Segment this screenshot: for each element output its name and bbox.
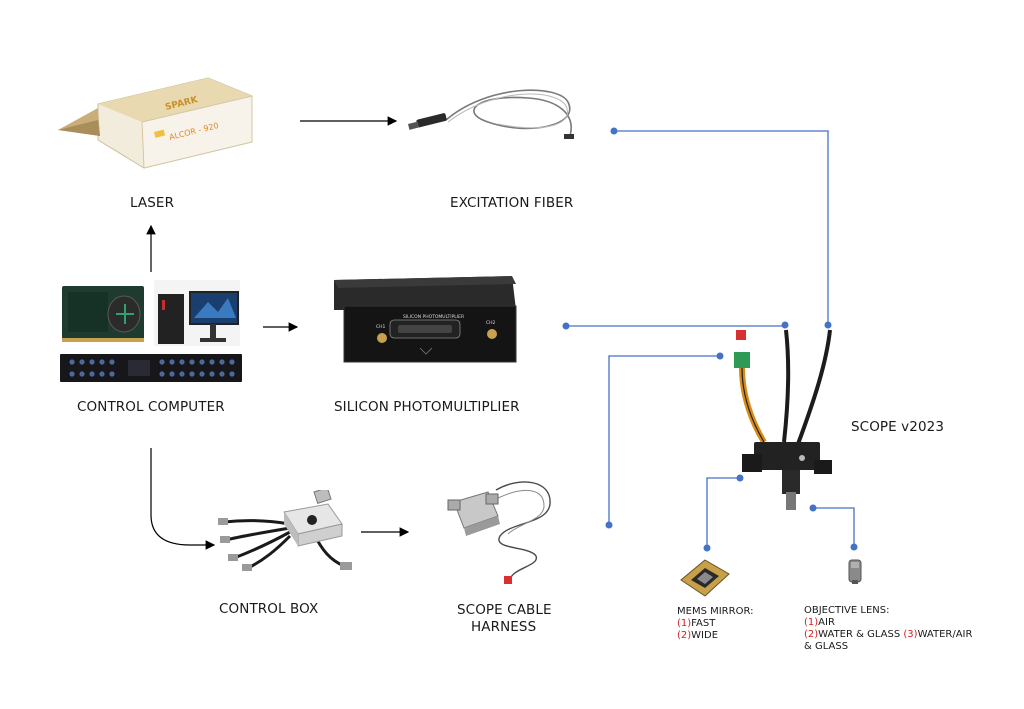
objective-lens-image xyxy=(848,559,862,584)
objective-option-1: (1)AIR xyxy=(804,617,835,628)
objective-option-2-3: (2)WATER & GLASS (3)WATER/AIR xyxy=(804,629,973,640)
laser-image: SPARK ALCOR - 920 xyxy=(58,77,253,169)
svg-text:CH2: CH2 xyxy=(486,320,496,326)
label-scope: SCOPE v2023 xyxy=(851,419,945,435)
connector-scope-to-objective xyxy=(813,507,855,547)
connector-harness-to-scope xyxy=(608,355,720,525)
connector-scope-to-mems xyxy=(706,477,740,548)
label-scope-cable-harness-line1: SCOPE CABLE xyxy=(457,602,552,618)
label-excitation-fiber: EXCITATION FIBER xyxy=(450,195,574,211)
label-silicon-photomultiplier: SILICON PHOTOMULTIPLIER xyxy=(334,399,520,415)
control-box-image xyxy=(218,490,352,571)
mems-title: MEMS MIRROR: xyxy=(677,606,754,617)
excitation-fiber-image xyxy=(408,89,574,139)
objective-title: OBJECTIVE LENS: xyxy=(804,605,890,616)
connector-fiber-to-scope xyxy=(614,130,829,325)
svg-text:CH1: CH1 xyxy=(376,324,386,330)
label-laser: LASER xyxy=(130,195,175,211)
arrow-computer-to-controlbox xyxy=(150,448,216,550)
scope-cable-harness-image xyxy=(447,481,551,584)
mems-option-2: (2)WIDE xyxy=(677,630,719,641)
control-computer-image xyxy=(60,280,242,382)
mems-mirror-image xyxy=(680,559,730,597)
scope-image xyxy=(734,329,832,510)
objective-lens-caption: OBJECTIVE LENS: (1)AIR (2)WATER & GLASS … xyxy=(804,605,972,653)
label-scope-cable-harness-line2: HARNESS xyxy=(471,619,537,635)
objective-option-3-cont: & GLASS xyxy=(804,641,849,652)
sipm-image: SILICON PHOTOMULTIPLIER CH1 CH2 xyxy=(334,276,517,363)
svg-text:SILICON PHOTOMULTIPLIER: SILICON PHOTOMULTIPLIER xyxy=(403,314,464,320)
mems-mirror-caption: MEMS MIRROR: (1)FAST (2)WIDE xyxy=(677,606,753,642)
label-control-computer: CONTROL COMPUTER xyxy=(77,399,225,415)
mems-option-1: (1)FAST xyxy=(677,618,716,629)
label-control-box: CONTROL BOX xyxy=(219,601,319,617)
